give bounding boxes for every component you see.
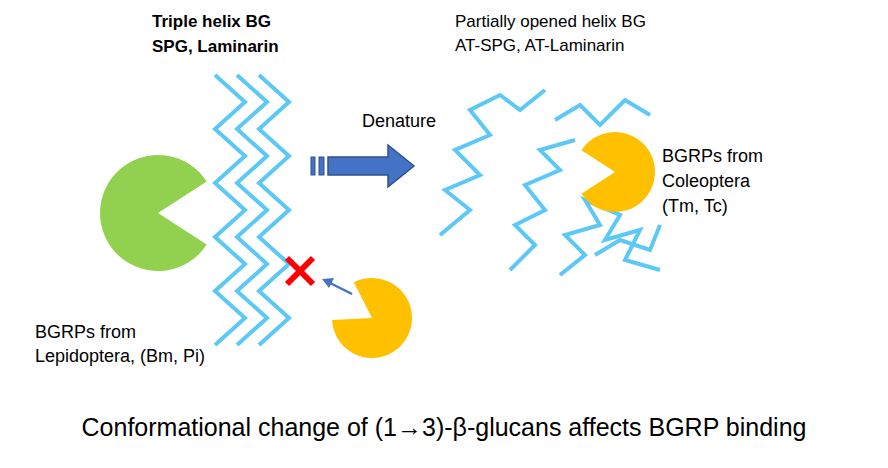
arrow-label: Denature: [362, 111, 436, 132]
protein-label: (Tm, Tc): [662, 196, 728, 217]
blocked-binding: [287, 258, 352, 294]
red-cross: [287, 258, 313, 284]
protein-label: BGRPs from: [662, 146, 763, 167]
glucan-strand: [510, 140, 575, 270]
red-cross: [287, 258, 313, 284]
caption: Conformational change of (1→3)-β-glucans…: [82, 413, 807, 442]
glucan-strand: [555, 100, 650, 125]
lepidoptera-bgrp: [100, 155, 207, 271]
glucan-strand: [595, 225, 660, 255]
block-arrow: [328, 145, 414, 187]
structure-heading: AT-SPG, AT-Laminarin: [455, 36, 624, 56]
arrow-tail-stripe: [311, 157, 315, 175]
opened-helix: [440, 90, 660, 275]
coleoptera-bgrp: [323, 267, 427, 373]
arrow-tail-stripe: [319, 157, 324, 175]
triple-helix: [215, 75, 289, 345]
denature-arrow: [311, 145, 414, 187]
structure-heading: SPG, Laminarin: [152, 37, 279, 57]
small-arrow: [330, 283, 352, 294]
protein-label: Coleoptera: [662, 171, 750, 192]
small-arrowhead: [322, 278, 334, 288]
coleoptera-bgrp: [581, 132, 655, 212]
helix-strand: [237, 75, 267, 345]
helix-strand: [259, 75, 289, 345]
bgrp-proteins: [100, 132, 655, 373]
structure-heading: Partially opened helix BG: [455, 12, 646, 32]
protein-label: BGRPs from: [35, 322, 136, 343]
structure-heading: Triple helix BG: [152, 12, 271, 32]
glucan-strand: [440, 90, 545, 235]
helix-strand: [215, 75, 245, 345]
protein-label: Lepidoptera, (Bm, Pi): [35, 346, 205, 367]
